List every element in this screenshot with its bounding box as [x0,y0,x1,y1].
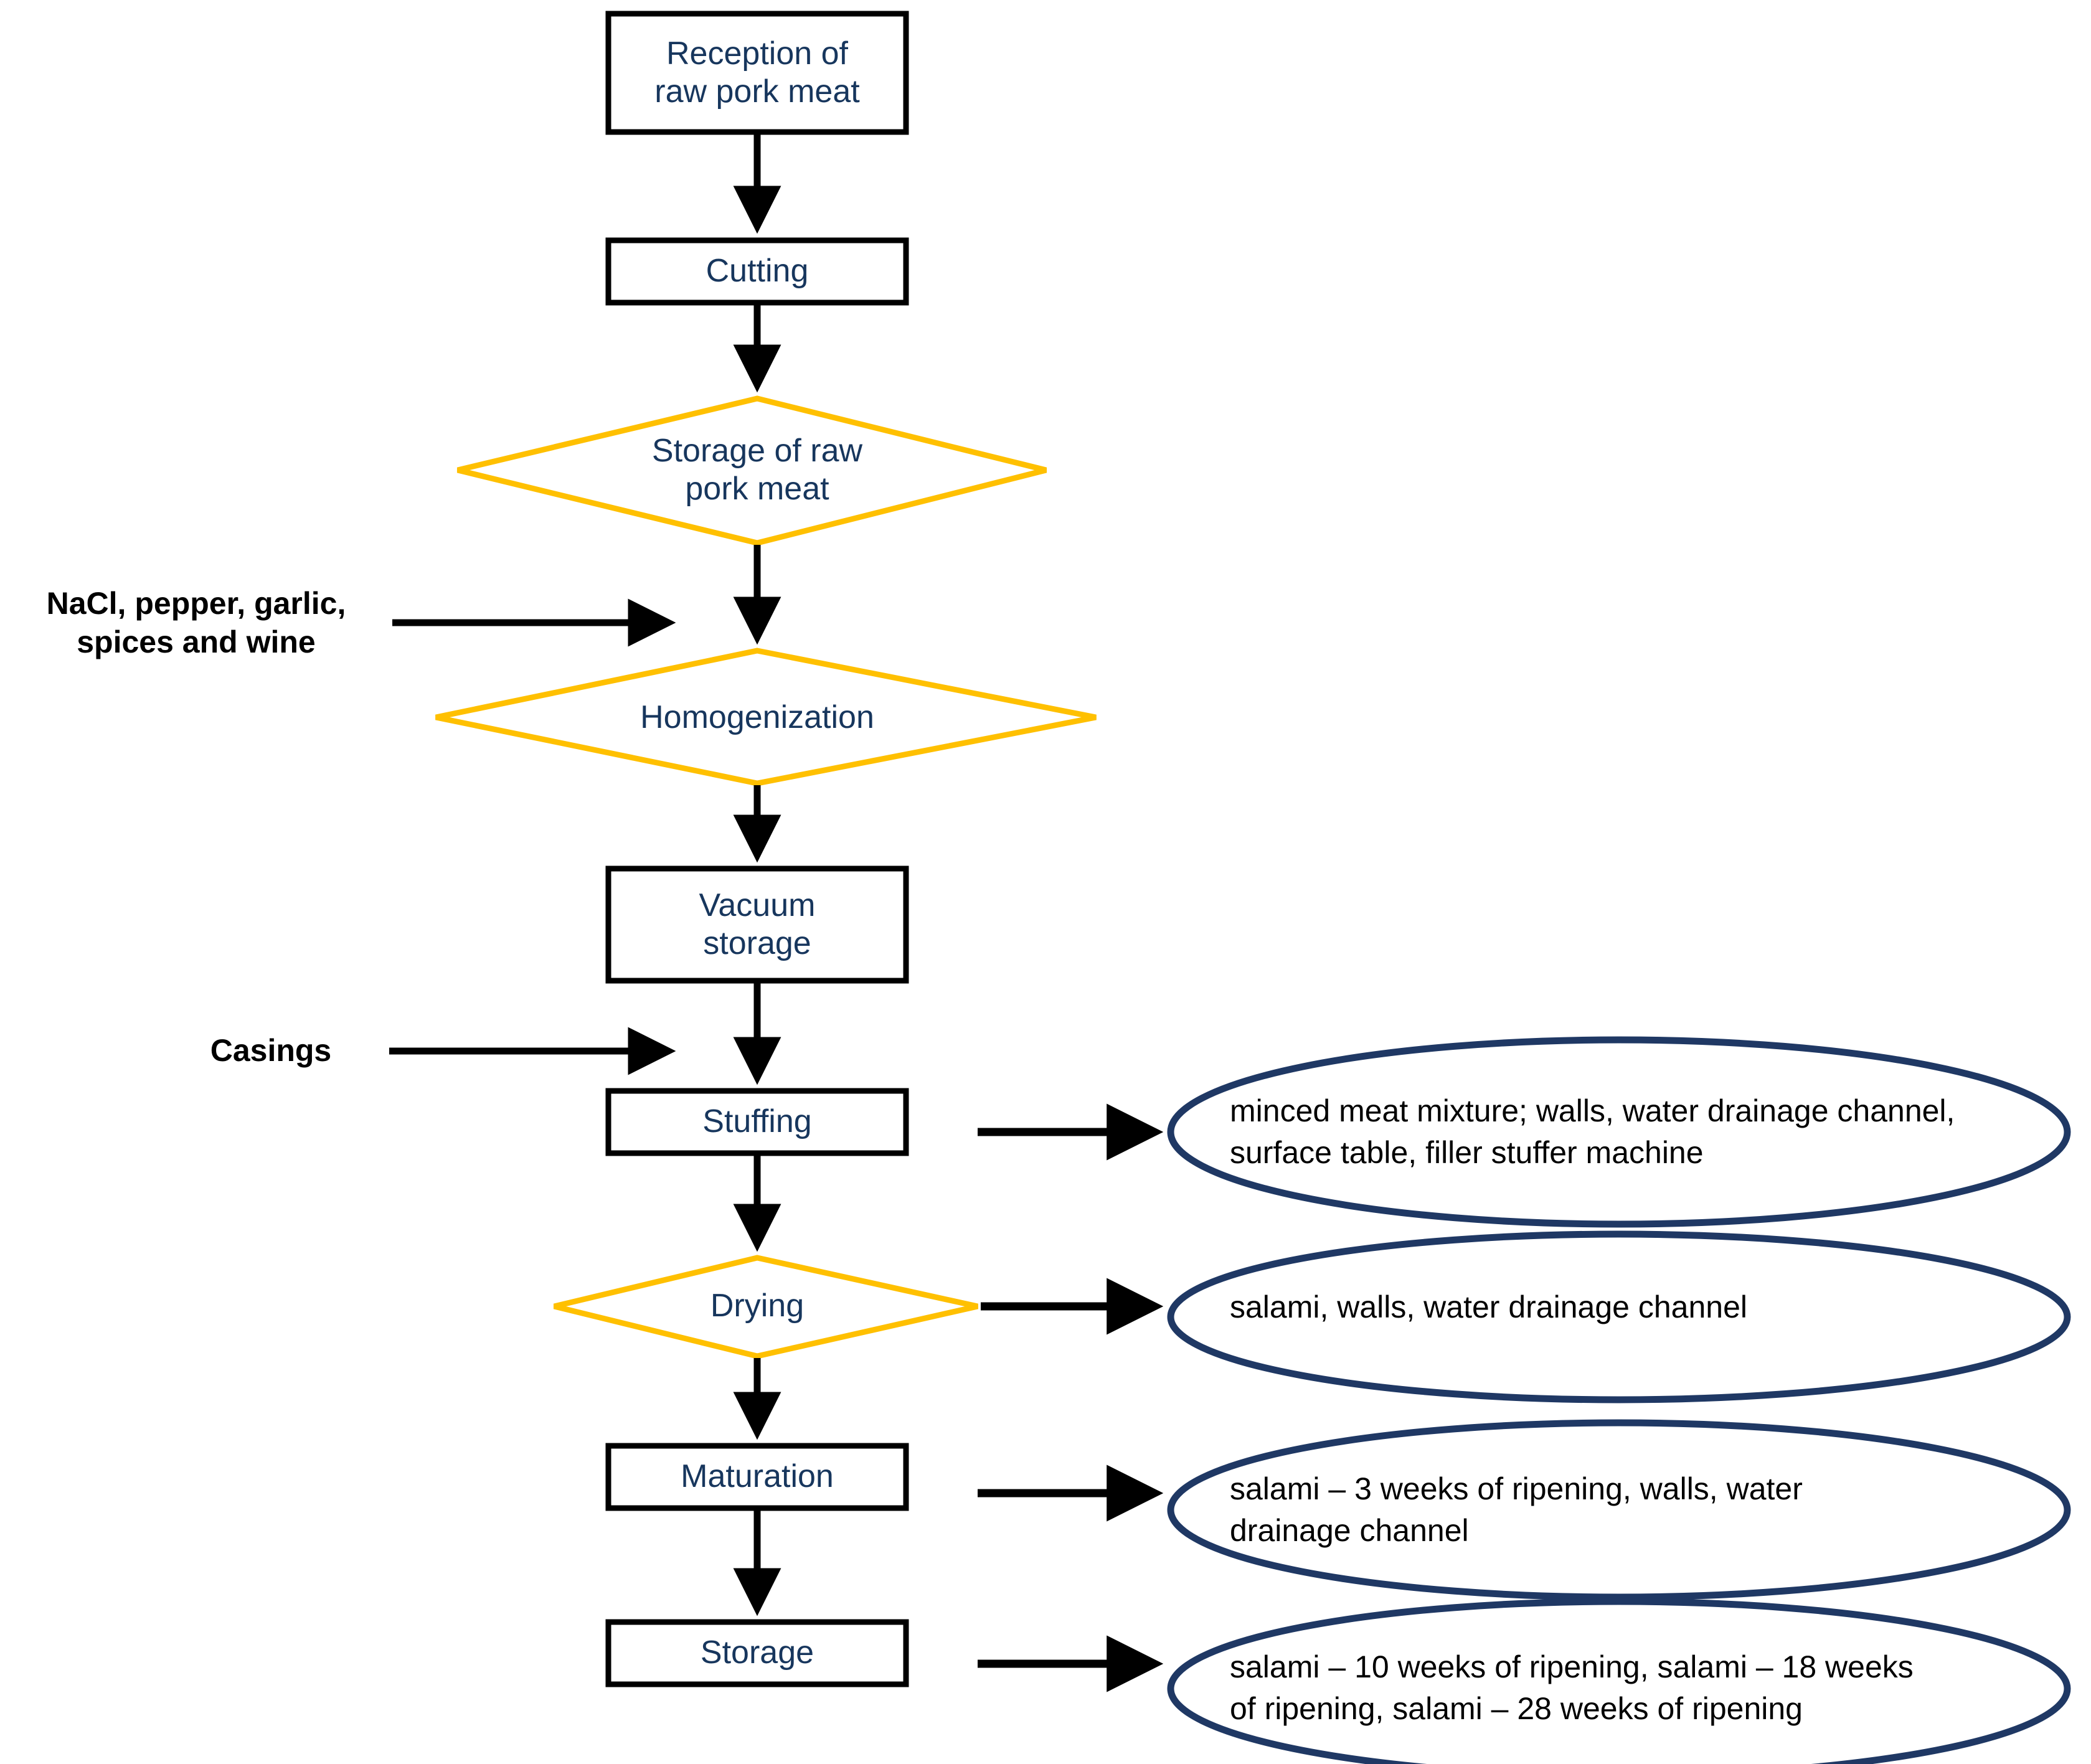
decision-diamond-homogenization[interactable] [435,648,1097,786]
input-label-casings: Casings [210,1033,332,1068]
process-box-cutting[interactable] [605,237,909,306]
decision-diamond-drying[interactable] [553,1255,978,1359]
note-ellipse-drying[interactable] [1167,1230,2071,1403]
process-box-stuffing[interactable] [605,1088,909,1156]
note-label-stuffing: minced meat mixture; walls, water draina… [1230,1093,1955,1171]
note-label-drying: salami, walls, water drainage channel [1230,1290,1747,1325]
process-box-storage[interactable] [605,1619,909,1687]
note-ellipse-stuffing[interactable] [1167,1036,2071,1228]
note-label-storage: salami – 10 weeks of ripening, salami – … [1230,1649,1914,1727]
note-label-maturation: salami – 3 weeks of ripening, walls, wat… [1230,1471,1803,1549]
note-ellipse-storage[interactable] [1167,1598,2071,1764]
process-box-vacuum-storage[interactable] [605,865,909,984]
input-label-ingredients: NaCl, pepper, garlic, spices and wine [46,585,346,660]
decision-diamond-storage-raw[interactable] [456,395,1047,546]
note-ellipse-maturation[interactable] [1167,1419,2071,1601]
process-box-maturation[interactable] [605,1443,909,1511]
process-box-reception[interactable] [605,11,909,135]
